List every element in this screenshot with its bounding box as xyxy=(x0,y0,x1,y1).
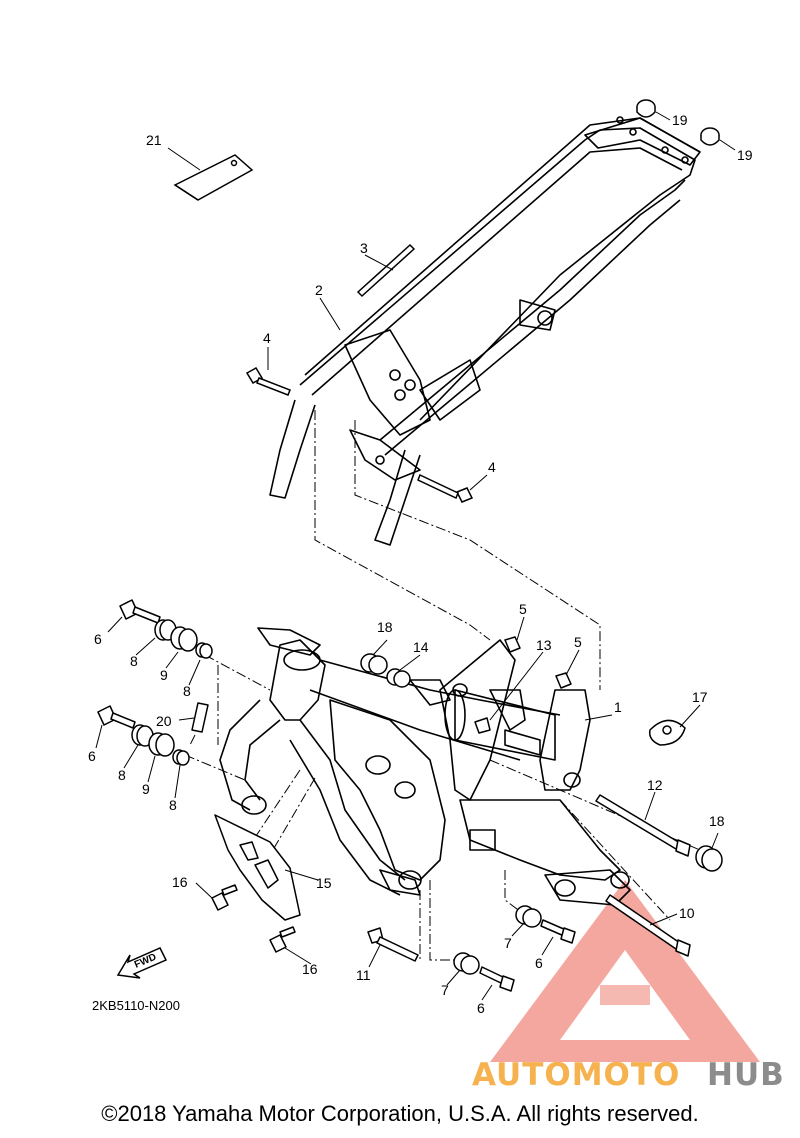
assembly-guide-lines xyxy=(184,410,701,961)
bush-9-upper xyxy=(170,626,198,652)
bolt-16-upper xyxy=(211,884,238,911)
collar-7-upper xyxy=(515,905,542,928)
watermark-text-automoto: AUTOMOTO xyxy=(472,1057,680,1093)
label-part-9-lower: 9 xyxy=(142,781,150,797)
label-part-8-c: 8 xyxy=(118,767,126,783)
copyright-notice: ©2018 Yamaha Motor Corporation, U.S.A. A… xyxy=(101,1101,699,1126)
collar-8-lower-small xyxy=(172,749,190,766)
part-21-plate xyxy=(173,154,254,201)
bolt-6-right-lower xyxy=(479,966,515,992)
bolt-12 xyxy=(595,794,691,857)
collar-18-upper xyxy=(360,653,388,675)
cap-19-right xyxy=(700,127,720,146)
part-20-pad xyxy=(191,702,209,733)
bolt-6-lower xyxy=(97,705,136,729)
label-part-11: 11 xyxy=(356,967,371,983)
label-part-4-upper: 4 xyxy=(263,330,271,346)
bush-9-lower xyxy=(148,732,175,757)
bolt-11 xyxy=(367,927,419,962)
watermark-text-hub: HUB xyxy=(707,1057,785,1093)
label-part-8-d: 8 xyxy=(169,797,177,813)
bolt-13 xyxy=(474,717,491,734)
label-part-7-lower: 7 xyxy=(441,982,449,998)
label-part-16-upper: 16 xyxy=(172,874,188,890)
label-part-8-a: 8 xyxy=(130,653,138,669)
bolt-6-right-upper xyxy=(540,919,576,944)
label-part-13: 13 xyxy=(536,637,552,653)
label-part-16-lower: 16 xyxy=(302,961,318,977)
label-part-5-right: 5 xyxy=(574,634,582,650)
watermark-triangle-inner xyxy=(600,985,650,1005)
bolt-6-upper xyxy=(119,599,161,624)
diagram-code: 2KB5110-N200 xyxy=(92,998,180,1013)
label-part-3: 3 xyxy=(360,240,368,256)
label-part-15: 15 xyxy=(316,875,332,891)
label-part-18-right: 18 xyxy=(709,813,725,829)
label-part-1: 1 xyxy=(614,699,622,715)
label-part-2: 2 xyxy=(315,282,323,298)
bolt-4-lower xyxy=(417,473,474,503)
seat-rail-subframe xyxy=(269,116,701,546)
label-part-19-left: 19 xyxy=(672,112,688,128)
label-part-20: 20 xyxy=(156,713,172,729)
nut-5-right xyxy=(555,672,572,689)
label-part-6-right-upper: 6 xyxy=(535,955,543,971)
leader-lines xyxy=(95,111,736,1001)
label-part-6-right-lower: 6 xyxy=(477,1000,485,1016)
label-part-10: 10 xyxy=(679,905,695,921)
label-part-18-upper: 18 xyxy=(377,619,393,635)
watermark-logo xyxy=(490,880,760,1062)
cap-19-left xyxy=(636,99,656,118)
nut-5-left xyxy=(504,636,521,653)
bolt-10 xyxy=(605,894,691,957)
collar-8-upper-small xyxy=(195,642,213,659)
collar-18-right xyxy=(695,845,723,872)
guard-15 xyxy=(214,814,301,921)
label-part-6-upper-left: 6 xyxy=(94,631,102,647)
bolt-16-lower xyxy=(269,926,296,953)
fwd-arrow-icon: FWD xyxy=(116,947,168,979)
label-part-6-lower-left: 6 xyxy=(88,748,96,764)
part-labels: 1 2 3 4 4 5 5 6 6 6 6 7 7 8 8 8 8 9 9 10… xyxy=(88,112,753,1016)
label-part-19-right: 19 xyxy=(737,147,753,163)
collar-7-lower xyxy=(453,952,480,975)
label-part-8-b: 8 xyxy=(183,683,191,699)
bolt-4-upper xyxy=(245,366,291,396)
label-part-21: 21 xyxy=(146,132,162,148)
label-part-17: 17 xyxy=(692,689,708,705)
label-part-14: 14 xyxy=(413,639,429,655)
label-part-7-upper: 7 xyxy=(504,935,512,951)
label-part-12: 12 xyxy=(647,777,663,793)
collar-14 xyxy=(386,668,411,688)
watermark-triangle xyxy=(490,880,760,1062)
part-3-strip xyxy=(356,243,416,298)
label-part-9-upper: 9 xyxy=(160,667,168,683)
watermark-text: AUTOMOTO HUB xyxy=(472,1057,785,1093)
label-part-4-lower: 4 xyxy=(488,459,496,475)
label-part-5-left: 5 xyxy=(519,601,527,617)
main-frame xyxy=(219,627,631,906)
clip-17 xyxy=(648,719,686,746)
